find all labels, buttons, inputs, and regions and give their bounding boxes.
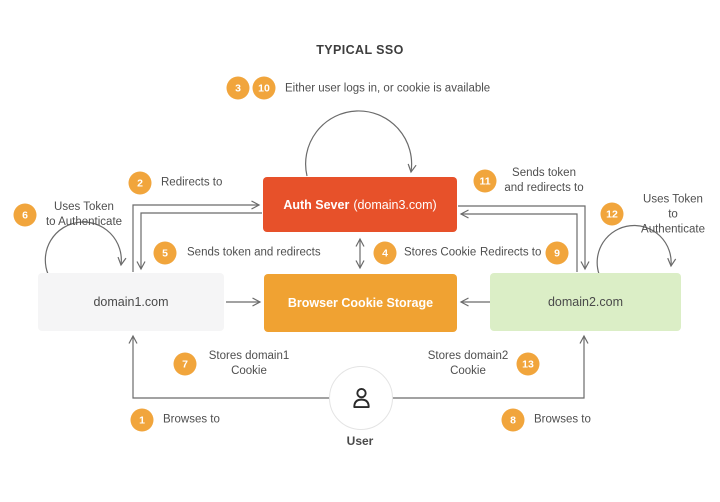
step-3-10-label: Either user logs in, or cookie is availa…: [285, 82, 491, 95]
page-title: TYPICAL SSO: [316, 43, 404, 57]
step-5-label: Sends token and redirects: [187, 246, 321, 259]
step-13-label: Stores domain2 Cookie: [427, 350, 509, 377]
auth-self-loop: [305, 110, 417, 177]
step-11-badge: 11: [473, 169, 497, 193]
user-icon: [352, 387, 370, 408]
domain1-label: domain1.com: [93, 295, 169, 309]
step-3-badge: 3: [226, 76, 250, 100]
arrow-domain2-to-auth: [459, 209, 578, 272]
step-9-label: Redirects to: [480, 246, 542, 259]
step-1-label: Browses to: [163, 413, 220, 426]
arrow-auth-to-domain1: [136, 212, 262, 271]
step-12-label: Uses Token to Authenticate: [641, 193, 705, 236]
cookie-storage-box: Browser Cookie Storage: [264, 274, 457, 332]
step-1-badge: 1: [130, 408, 154, 432]
step-2-label: Redirects to: [161, 176, 223, 189]
auth-server-name: Auth Sever: [283, 197, 350, 212]
auth-server-box: Auth Sever (domain3.com): [263, 177, 457, 232]
arrow-auth-to-domain2: [458, 205, 590, 271]
step-7-badge: 7: [173, 352, 197, 376]
domain2-label: domain2.com: [547, 295, 624, 309]
auth-server-domain: (domain3.com): [353, 197, 437, 212]
step-6-badge: 6: [13, 203, 37, 227]
step-2-badge: 2: [128, 171, 152, 195]
user-node: [329, 366, 393, 430]
step-10-badge: 10: [252, 76, 276, 100]
step-4-badge: 4: [373, 241, 397, 265]
arrow-domain1-to-auth: [132, 200, 261, 272]
domain1-self-loop: [44, 221, 127, 275]
domain2-box: domain2.com: [490, 273, 681, 331]
step-7-label: Stores domain1 Cookie: [208, 350, 290, 377]
step-4-label: Stores Cookie: [404, 246, 477, 259]
domain2-self-loop: [596, 224, 677, 275]
step-9-badge: 9: [545, 241, 569, 265]
step-11-label: Sends token and redirects to: [504, 167, 584, 194]
domain1-box: domain1.com: [38, 273, 224, 331]
cookie-storage-label: Browser Cookie Storage: [287, 296, 434, 310]
step-6-label: Uses Token to Authenticate: [45, 201, 123, 228]
step-8-badge: 8: [501, 408, 525, 432]
step-12-badge: 12: [600, 202, 624, 226]
user-label: User: [346, 434, 374, 448]
step-13-badge: 13: [516, 352, 540, 376]
step-8-label: Browses to: [534, 413, 591, 426]
step-5-badge: 5: [153, 241, 177, 265]
